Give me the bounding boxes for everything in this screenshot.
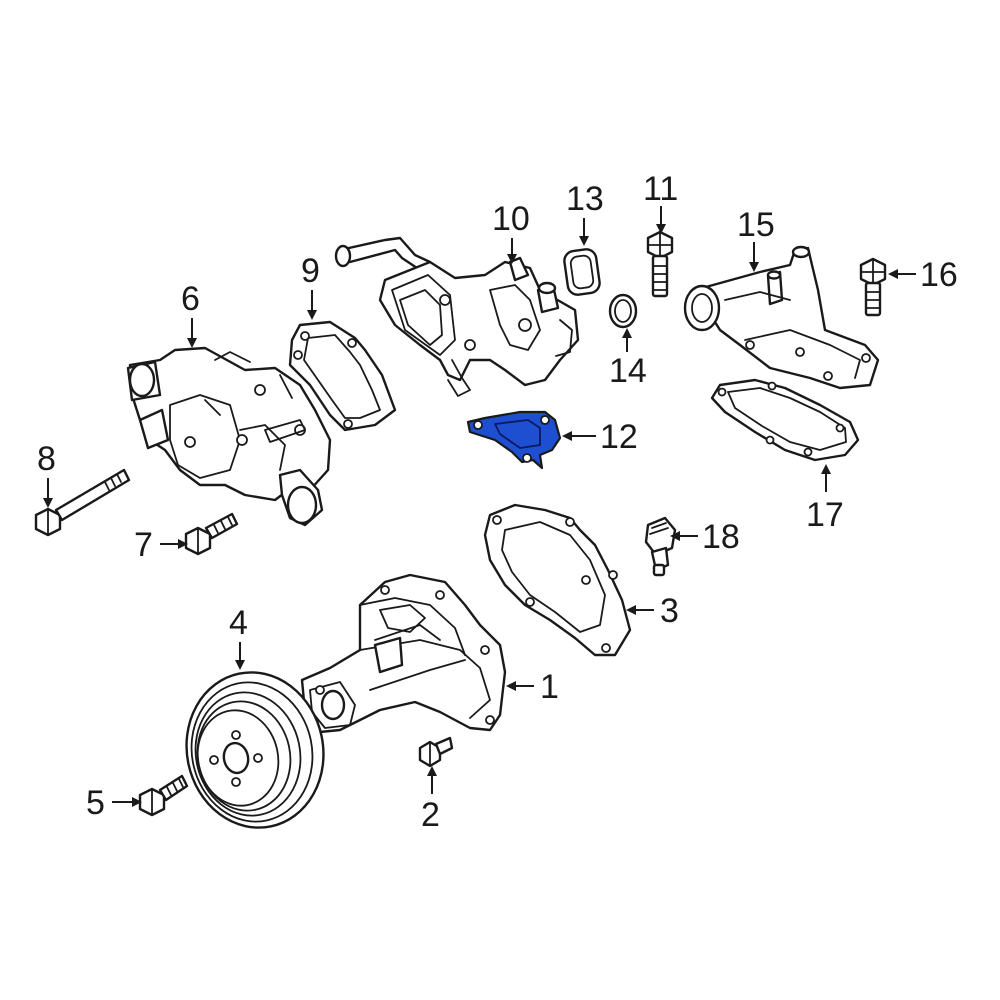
- part-2-bolt[interactable]: [418, 736, 454, 768]
- part-17-gasket[interactable]: [710, 378, 860, 462]
- part-10-outlet-housing[interactable]: [334, 236, 580, 397]
- callout-5: 5: [86, 784, 105, 822]
- callout-13: 13: [566, 180, 604, 218]
- callout-7: 7: [134, 526, 153, 564]
- callout-10: 10: [492, 200, 530, 238]
- part-8-bolt[interactable]: [34, 468, 131, 537]
- callout-17: 17: [806, 496, 844, 534]
- part-7-bolt[interactable]: [184, 512, 239, 556]
- callout-12: 12: [600, 418, 638, 456]
- callout-15: 15: [737, 206, 775, 244]
- part-4-pulley[interactable]: [172, 660, 337, 841]
- callout-1: 1: [540, 668, 559, 706]
- part-9-gasket[interactable]: [288, 320, 397, 432]
- callout-labels: 1 2 3 4 5 6 7 8 9 10 11 12 13 14 15 16 1…: [37, 170, 958, 834]
- callout-2: 2: [421, 796, 440, 834]
- part-5-bolt[interactable]: [138, 774, 189, 817]
- part-1-water-pump[interactable]: [300, 573, 507, 734]
- callout-16: 16: [920, 256, 958, 294]
- part-13-seal[interactable]: [563, 248, 601, 296]
- callout-18: 18: [702, 518, 740, 556]
- callout-6: 6: [181, 280, 200, 318]
- part-11-bolt[interactable]: [646, 230, 674, 298]
- part-15-water-outlet[interactable]: [683, 245, 880, 390]
- part-14-o-ring[interactable]: [608, 293, 638, 329]
- part-3-pump-gasket[interactable]: [483, 503, 632, 657]
- part-12-gasket-highlighted[interactable]: [466, 410, 562, 470]
- leader-lines: [43, 206, 916, 807]
- callout-11: 11: [643, 170, 678, 208]
- part-16-bolt[interactable]: [859, 257, 887, 317]
- callout-9: 9: [301, 252, 320, 290]
- callout-3: 3: [660, 592, 679, 630]
- part-6-thermostat-housing[interactable]: [126, 346, 332, 527]
- callout-4: 4: [229, 604, 248, 642]
- part-18-temp-sensor[interactable]: [644, 516, 677, 577]
- callout-14: 14: [609, 352, 647, 390]
- callout-8: 8: [37, 440, 56, 478]
